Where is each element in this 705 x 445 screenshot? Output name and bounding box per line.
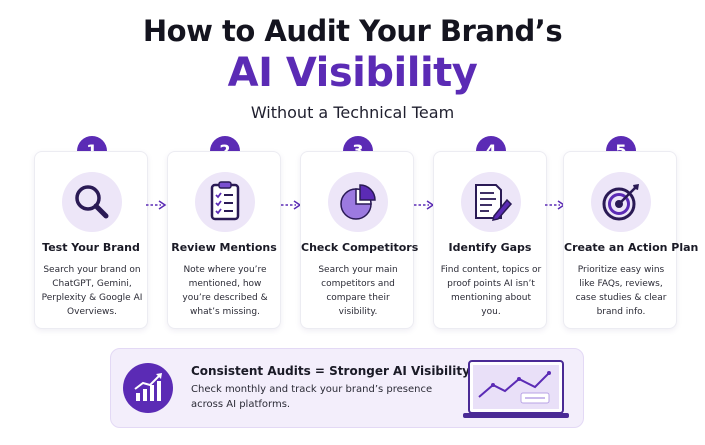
- step-1-desc: Search your brand on ChatGPT, Gemini, Pe…: [41, 265, 143, 317]
- magnifier-icon: [62, 172, 122, 232]
- step-3-desc: Search your main competitors and compare…: [318, 265, 398, 317]
- arrow-right-icon: [146, 200, 167, 210]
- step-3-title: Check Competitors: [301, 241, 419, 254]
- step-1-card: Test Your Brand Search your brand on Cha…: [34, 151, 148, 329]
- step-5-card: Create an Action Plan Prioritize easy wi…: [563, 151, 699, 329]
- pie-chart-icon: [328, 172, 388, 232]
- step-2-title: Review Mentions: [171, 241, 277, 254]
- page-subtitle: Without a Technical Team: [250, 103, 455, 122]
- step-4-desc: Find content, topics or proof points AI …: [440, 265, 542, 317]
- step-4-title: Identify Gaps: [448, 241, 532, 254]
- document-pen-icon: [461, 172, 521, 232]
- clipboard-checklist-icon: [195, 172, 255, 232]
- banner-desc: Check monthly and track your brand’s pre…: [191, 384, 433, 410]
- step-3-card: Check Competitors Search your main compe…: [300, 151, 419, 329]
- page-title-line2: AI Visibility: [227, 50, 478, 96]
- summary-banner: Consistent Audits = Stronger AI Visibili…: [110, 348, 584, 428]
- step-2-desc: Note where you’re mentioned, how you’re …: [182, 265, 268, 317]
- step-4-card: Identify Gaps Find content, topics or pr…: [433, 151, 547, 329]
- step-5-desc: Prioritize easy wins like FAQs, reviews,…: [575, 265, 667, 317]
- step-2-card: Review Mentions Note where you’re mentio…: [167, 151, 281, 329]
- step-1-title: Test Your Brand: [42, 241, 140, 254]
- target-icon: [591, 172, 651, 232]
- step-5-title: Create an Action Plan: [564, 241, 699, 254]
- banner-title: Consistent Audits = Stronger AI Visibili…: [191, 364, 470, 378]
- laptop-chart-icon: [463, 360, 569, 418]
- trend-chart-icon: [123, 363, 173, 413]
- page-title-line1: How to Audit Your Brand’s: [142, 14, 563, 48]
